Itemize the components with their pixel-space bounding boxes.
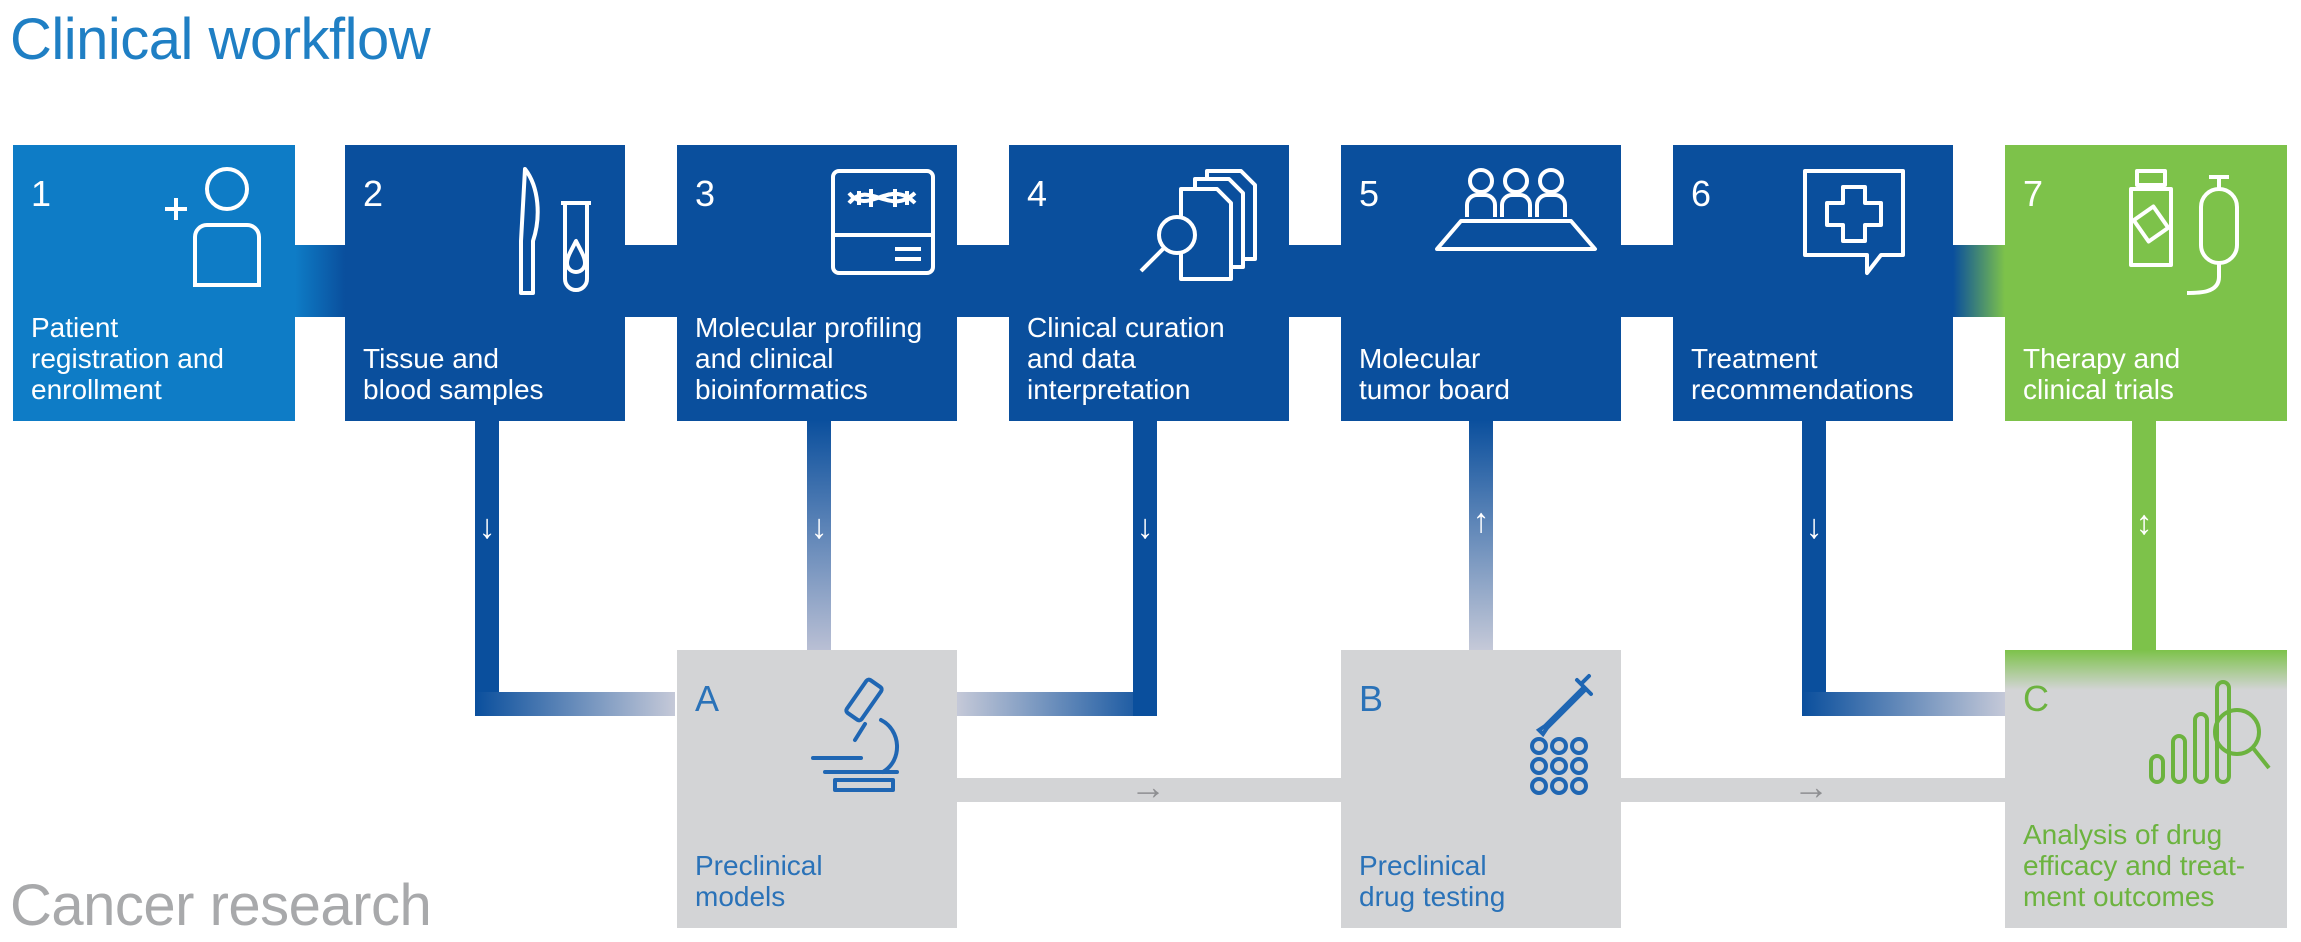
research-label: Analysis of drug efficacy and treat- men… xyxy=(2023,819,2246,912)
step-number: 5 xyxy=(1359,173,1380,214)
research-label: Preclinical models xyxy=(695,850,823,912)
research-letter: A xyxy=(695,678,720,719)
workflow-step-4: 4 Clinical curation and data interpretat… xyxy=(1009,145,1289,421)
person-add-icon xyxy=(165,167,275,287)
step-number: 3 xyxy=(695,173,716,214)
cancer-research-title: Cancer research xyxy=(10,873,432,938)
research-step-b: B Preclinical drug testing xyxy=(1341,650,1621,928)
step-number: 6 xyxy=(1691,173,1712,214)
step-label: Therapy and clinical trials xyxy=(2023,343,2181,405)
arrow-both-7-c: ↕ xyxy=(2135,504,2153,542)
arrow-up-b-5: ↑ xyxy=(1472,502,1490,540)
arrow-right-a-b: → xyxy=(1130,766,1166,807)
step-number: 1 xyxy=(31,173,52,214)
workflow-step-5: 5 Molecular tumor board xyxy=(1341,145,1621,421)
step-number: 2 xyxy=(363,173,384,214)
step-number: 7 xyxy=(2023,173,2044,214)
workflow-step-7: 7 Therapy and clinical trials xyxy=(2005,145,2287,421)
scalpel-tube-icon xyxy=(515,167,605,297)
research-step-c: C Analysis of drug efficacy and treat- m… xyxy=(2005,650,2287,928)
board-meeting-icon xyxy=(1433,167,1599,257)
medication-iv-icon xyxy=(2123,167,2263,297)
workflow-step-1: 1 Patient registration and enrollment xyxy=(13,145,295,421)
medical-cross-chat-icon xyxy=(1801,167,1907,277)
workflow-step-3: 3 Molecular profiling and clinical bioin… xyxy=(677,145,957,421)
documents-magnifier-icon xyxy=(1137,167,1267,287)
workflow-step-2: 2 Tissue and blood samples xyxy=(345,145,625,421)
research-letter: B xyxy=(1359,678,1384,719)
step-label: Tissue and blood samples xyxy=(363,343,544,405)
pipette-wellplate-icon xyxy=(1529,672,1599,802)
workflow-step-6: 6 Treatment recommendations xyxy=(1673,145,1953,421)
arrow-down-4-a: ↓ xyxy=(1136,508,1154,546)
microscope-icon xyxy=(809,676,909,796)
step-label: Patient registration and enrollment xyxy=(31,312,225,405)
step-label: Molecular tumor board xyxy=(1359,343,1510,405)
step-label: Treatment recommendations xyxy=(1691,343,1914,405)
arrow-right-b-c: → xyxy=(1793,766,1829,807)
arrow-down-3-a: ↓ xyxy=(810,508,828,546)
arrow-down-2-a: ↓ xyxy=(478,508,496,546)
clinical-workflow-title: Clinical workflow xyxy=(10,7,431,72)
research-step-a: A Preclinical models xyxy=(677,650,957,928)
research-letter: C xyxy=(2023,678,2049,719)
dna-sequencer-icon xyxy=(829,167,937,277)
step-label: Clinical curation and data interpretatio… xyxy=(1027,312,1225,405)
step-number: 4 xyxy=(1027,173,1048,214)
bar-chart-magnifier-icon xyxy=(2147,678,2273,788)
arrow-down-6-c: ↓ xyxy=(1805,508,1823,546)
research-label: Preclinical drug testing xyxy=(1359,850,1506,912)
step-label: Molecular profiling and clinical bioinfo… xyxy=(695,312,923,405)
